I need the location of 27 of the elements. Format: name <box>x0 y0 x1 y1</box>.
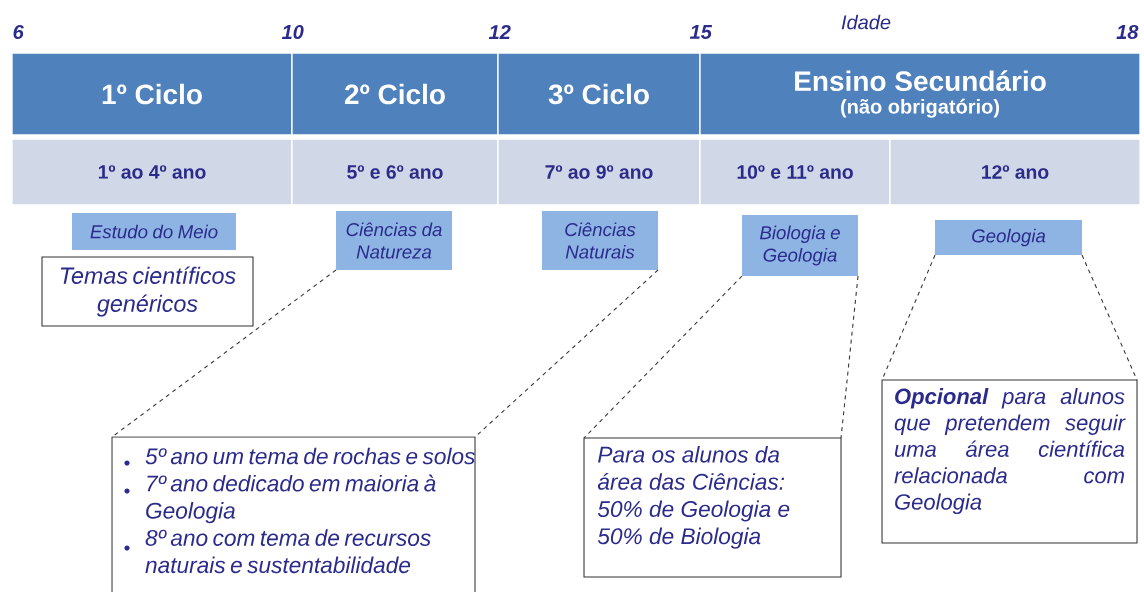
note-box: 5º ano um tema de rochas e solos 7º ano dedicado em maioria à Geologia 8º ano com tema de recursos naturais e sustentabilidade <box>111 436 476 592</box>
header-cell: 1º Ciclo <box>11 52 293 136</box>
year-cell: 10º e 11º ano <box>699 138 891 206</box>
axis-title: Idade <box>841 14 891 30</box>
year-cell: 1º ao 4º ano <box>11 138 293 206</box>
year-cell: 12º ano <box>889 138 1141 206</box>
year-cell: 7º ao 9º ano <box>497 138 701 206</box>
subject-box: Biologia e Geologia <box>742 215 858 276</box>
age-number: 15 <box>689 25 713 39</box>
leader-line <box>583 275 743 439</box>
subject-box: Estudo do Meio <box>72 213 236 250</box>
note-box: Temas científicos genéricos <box>41 256 254 327</box>
subject-box: Ciências Naturais <box>542 211 658 270</box>
age-number: 10 <box>281 24 304 40</box>
header-cell: 2º Ciclo <box>291 52 499 136</box>
leader-line <box>111 269 337 438</box>
leader-line <box>1081 254 1138 381</box>
age-number: 12 <box>488 25 511 39</box>
subject-box: Geologia <box>935 220 1082 255</box>
subject-box: Ciências da Natureza <box>336 211 452 270</box>
year-cell: 5º e 6º ano <box>291 138 499 206</box>
note-box: Opcional para alunos que pretendem seguir uma área científica relacionada com Geologia <box>881 379 1138 544</box>
leader-line <box>474 269 659 438</box>
leader-line <box>881 254 936 381</box>
leader-line <box>840 275 859 439</box>
header-cell: 3º Ciclo <box>497 52 701 136</box>
note-box: Para os alunos da área das Ciências: 50% de Geologia e 50% de Biologia <box>583 437 842 578</box>
